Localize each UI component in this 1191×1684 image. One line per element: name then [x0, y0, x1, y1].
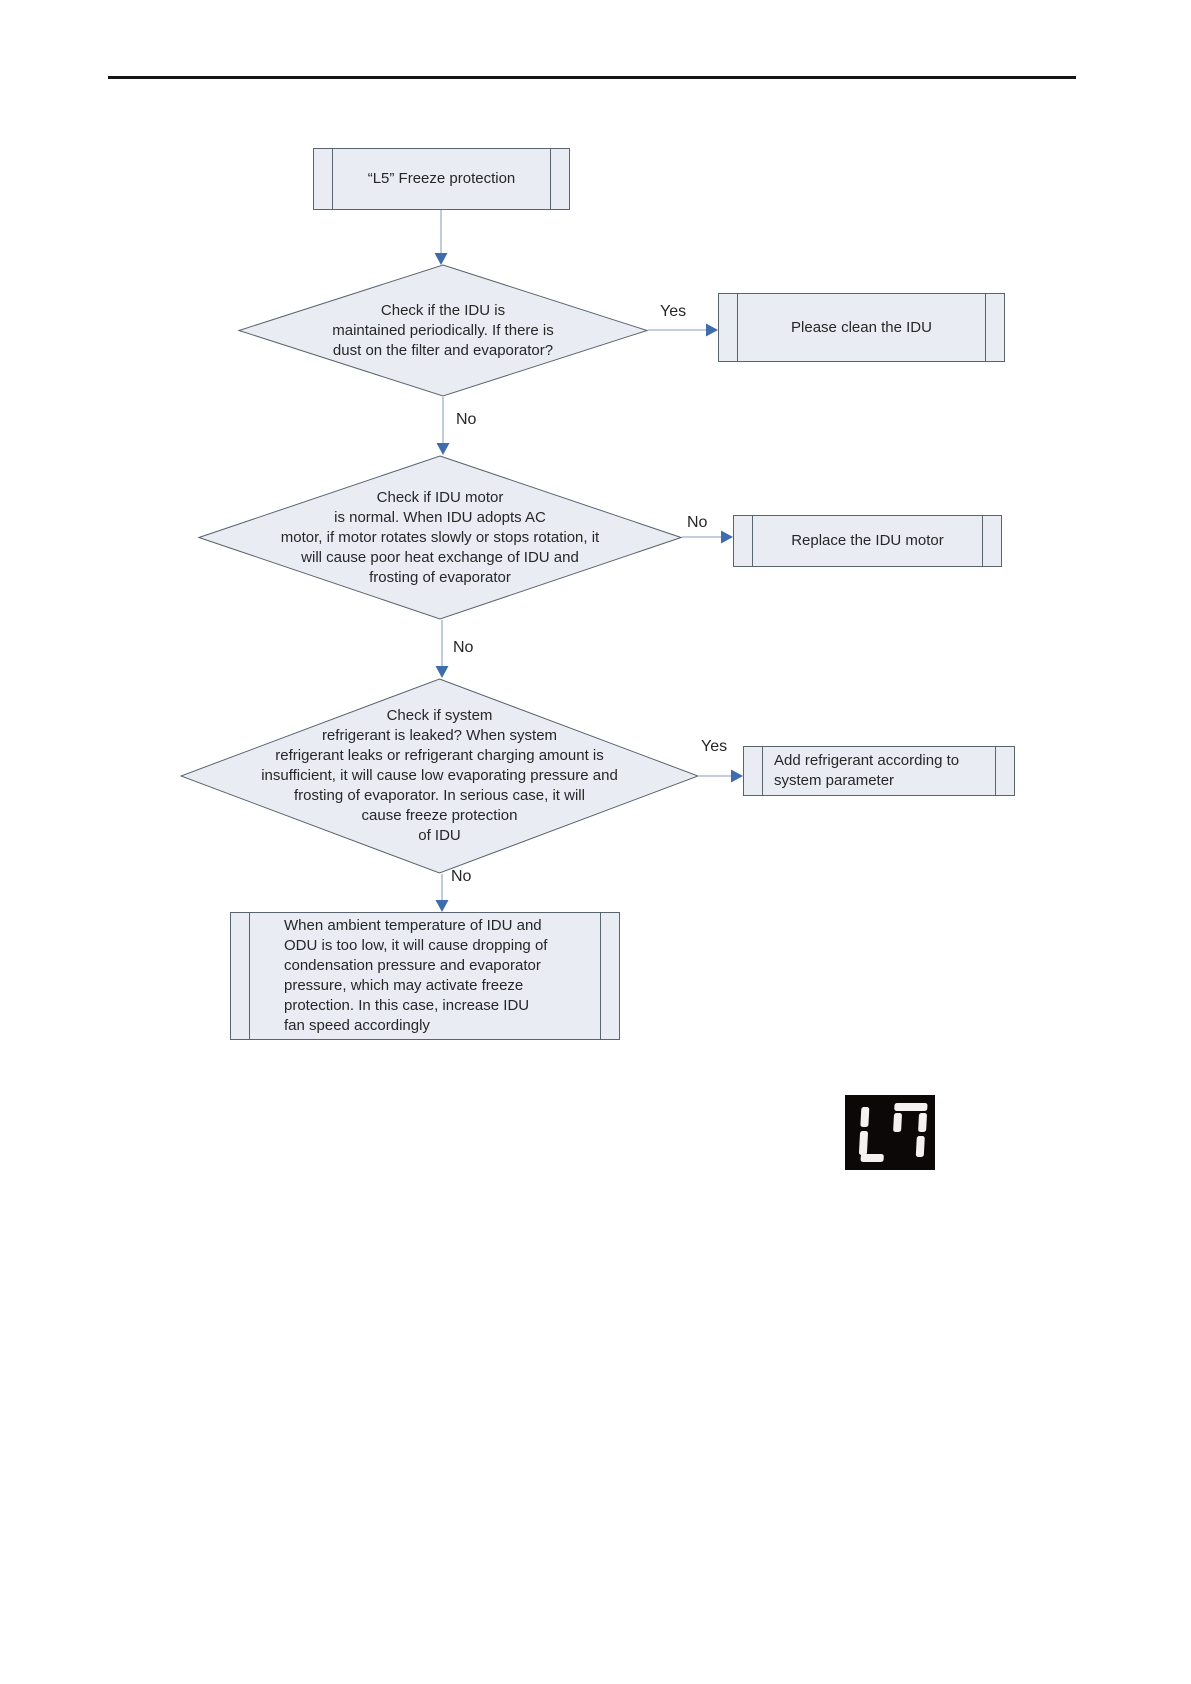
arrow-head	[731, 769, 743, 783]
final-note-text: When ambient temperature of IDU and ODU …	[284, 917, 548, 1034]
diamond-shape	[238, 264, 648, 397]
decision-3: Check if system refrigerant is leaked? W…	[180, 678, 699, 874]
seven-segment-icon	[845, 1095, 935, 1170]
arrow-head	[721, 530, 733, 544]
connector-decision3-to-action3	[699, 769, 743, 783]
digit-L	[858, 1107, 884, 1162]
arrow-head	[435, 900, 449, 912]
action-box-clean-idu-label: Please clean the IDU	[791, 318, 932, 336]
decision-1: Check if the IDU is maintained periodica…	[238, 264, 648, 397]
action-box-add-refrigerant-label: Add refrigerant according to system para…	[774, 752, 960, 789]
start-node: “L5” Freeze protection	[313, 148, 570, 210]
decision-1-text: Check if the IDU is maintained periodica…	[332, 301, 554, 359]
branch-label-no-4: No	[451, 868, 472, 885]
branch-label-yes-2: Yes	[701, 738, 728, 755]
seven-segment-display	[845, 1095, 935, 1170]
branch-label-no-1: No	[456, 411, 477, 428]
connector-decision1-to-action1	[648, 323, 718, 337]
connector-decision3-to-final	[435, 874, 449, 912]
action-box-clean-idu: Please clean the IDU	[718, 293, 1005, 362]
decision-3-text: Check if system refrigerant is leaked? W…	[261, 707, 618, 844]
header-rule	[108, 76, 1076, 79]
digit-7	[893, 1103, 928, 1157]
branch-label-yes-1: Yes	[660, 303, 687, 320]
arrow-head	[435, 666, 449, 678]
connector-decision1-to-decision2	[436, 397, 450, 455]
arrow-head	[706, 323, 718, 337]
branch-label-no-2: No	[687, 514, 708, 531]
connector-decision2-to-action2	[682, 530, 733, 544]
decision-2: Check if IDU motor is normal. When IDU a…	[198, 455, 682, 620]
diamond-shape	[180, 678, 699, 874]
action-box-replace-motor-label: Replace the IDU motor	[791, 532, 944, 549]
connector-decision2-to-decision3	[435, 620, 449, 678]
arrow-head	[434, 253, 448, 265]
action-box-add-refrigerant: Add refrigerant according to system para…	[743, 746, 1015, 796]
connector-start-to-decision1	[434, 210, 448, 265]
diamond-shape	[198, 455, 682, 620]
decision-2-text: Check if IDU motor is normal. When IDU a…	[280, 488, 600, 586]
start-node-label: “L5” Freeze protection	[367, 170, 516, 187]
action-box-replace-motor: Replace the IDU motor	[733, 515, 1002, 567]
arrow-head	[436, 443, 450, 455]
branch-label-no-3: No	[453, 639, 474, 656]
final-note-box: When ambient temperature of IDU and ODU …	[230, 912, 620, 1040]
